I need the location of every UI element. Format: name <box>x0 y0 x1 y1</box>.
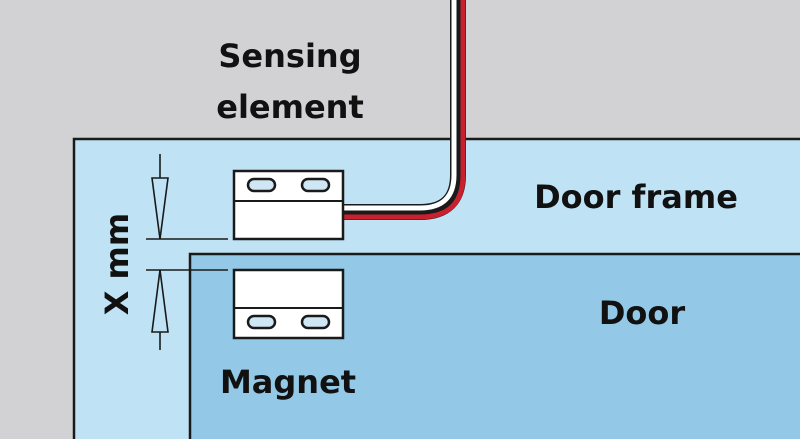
gap-dimension <box>146 154 228 350</box>
sensing-element-label-line1: Sensing <box>218 37 361 75</box>
mounting-slot <box>300 314 331 330</box>
mounting-slot <box>300 177 331 193</box>
mounting-slot <box>246 314 277 330</box>
mounting-slot <box>246 177 277 193</box>
magnet-label: Magnet <box>220 363 356 401</box>
dimension-arrow-top <box>151 177 169 240</box>
sensing-element-label-line2: element <box>216 88 364 126</box>
magnet <box>232 268 345 340</box>
sensor-cable <box>342 0 466 220</box>
door-frame-label: Door frame <box>534 178 738 216</box>
sensing-element <box>232 169 345 241</box>
dimension-arrow-bottom <box>151 269 169 333</box>
door-label: Door <box>599 294 686 332</box>
gap-label: X mm <box>98 213 136 316</box>
